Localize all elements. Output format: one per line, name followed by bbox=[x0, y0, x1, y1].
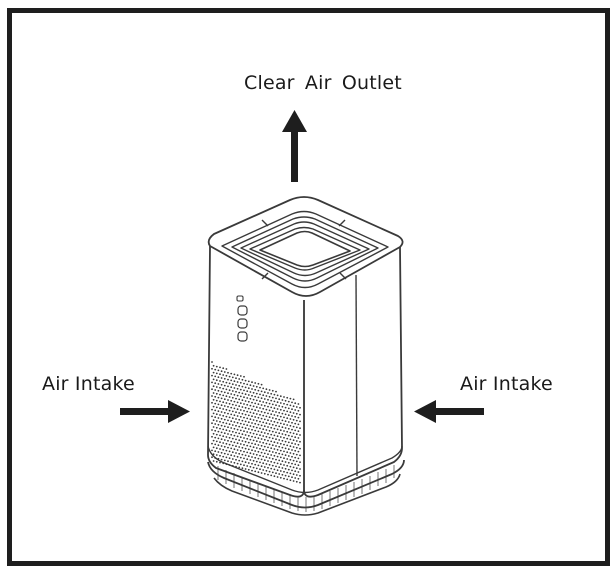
air-intake-left-label: Air Intake bbox=[42, 373, 135, 395]
air-intake-right-label: Air Intake bbox=[460, 373, 553, 395]
arrow-left-icon bbox=[414, 400, 484, 423]
arrow-right-icon bbox=[120, 400, 190, 423]
clear-air-outlet-label: Clear Air Outlet bbox=[244, 72, 402, 94]
air-purifier-illustration bbox=[207, 196, 405, 516]
intake-grille bbox=[211, 361, 301, 484]
arrow-up-icon bbox=[282, 110, 307, 182]
